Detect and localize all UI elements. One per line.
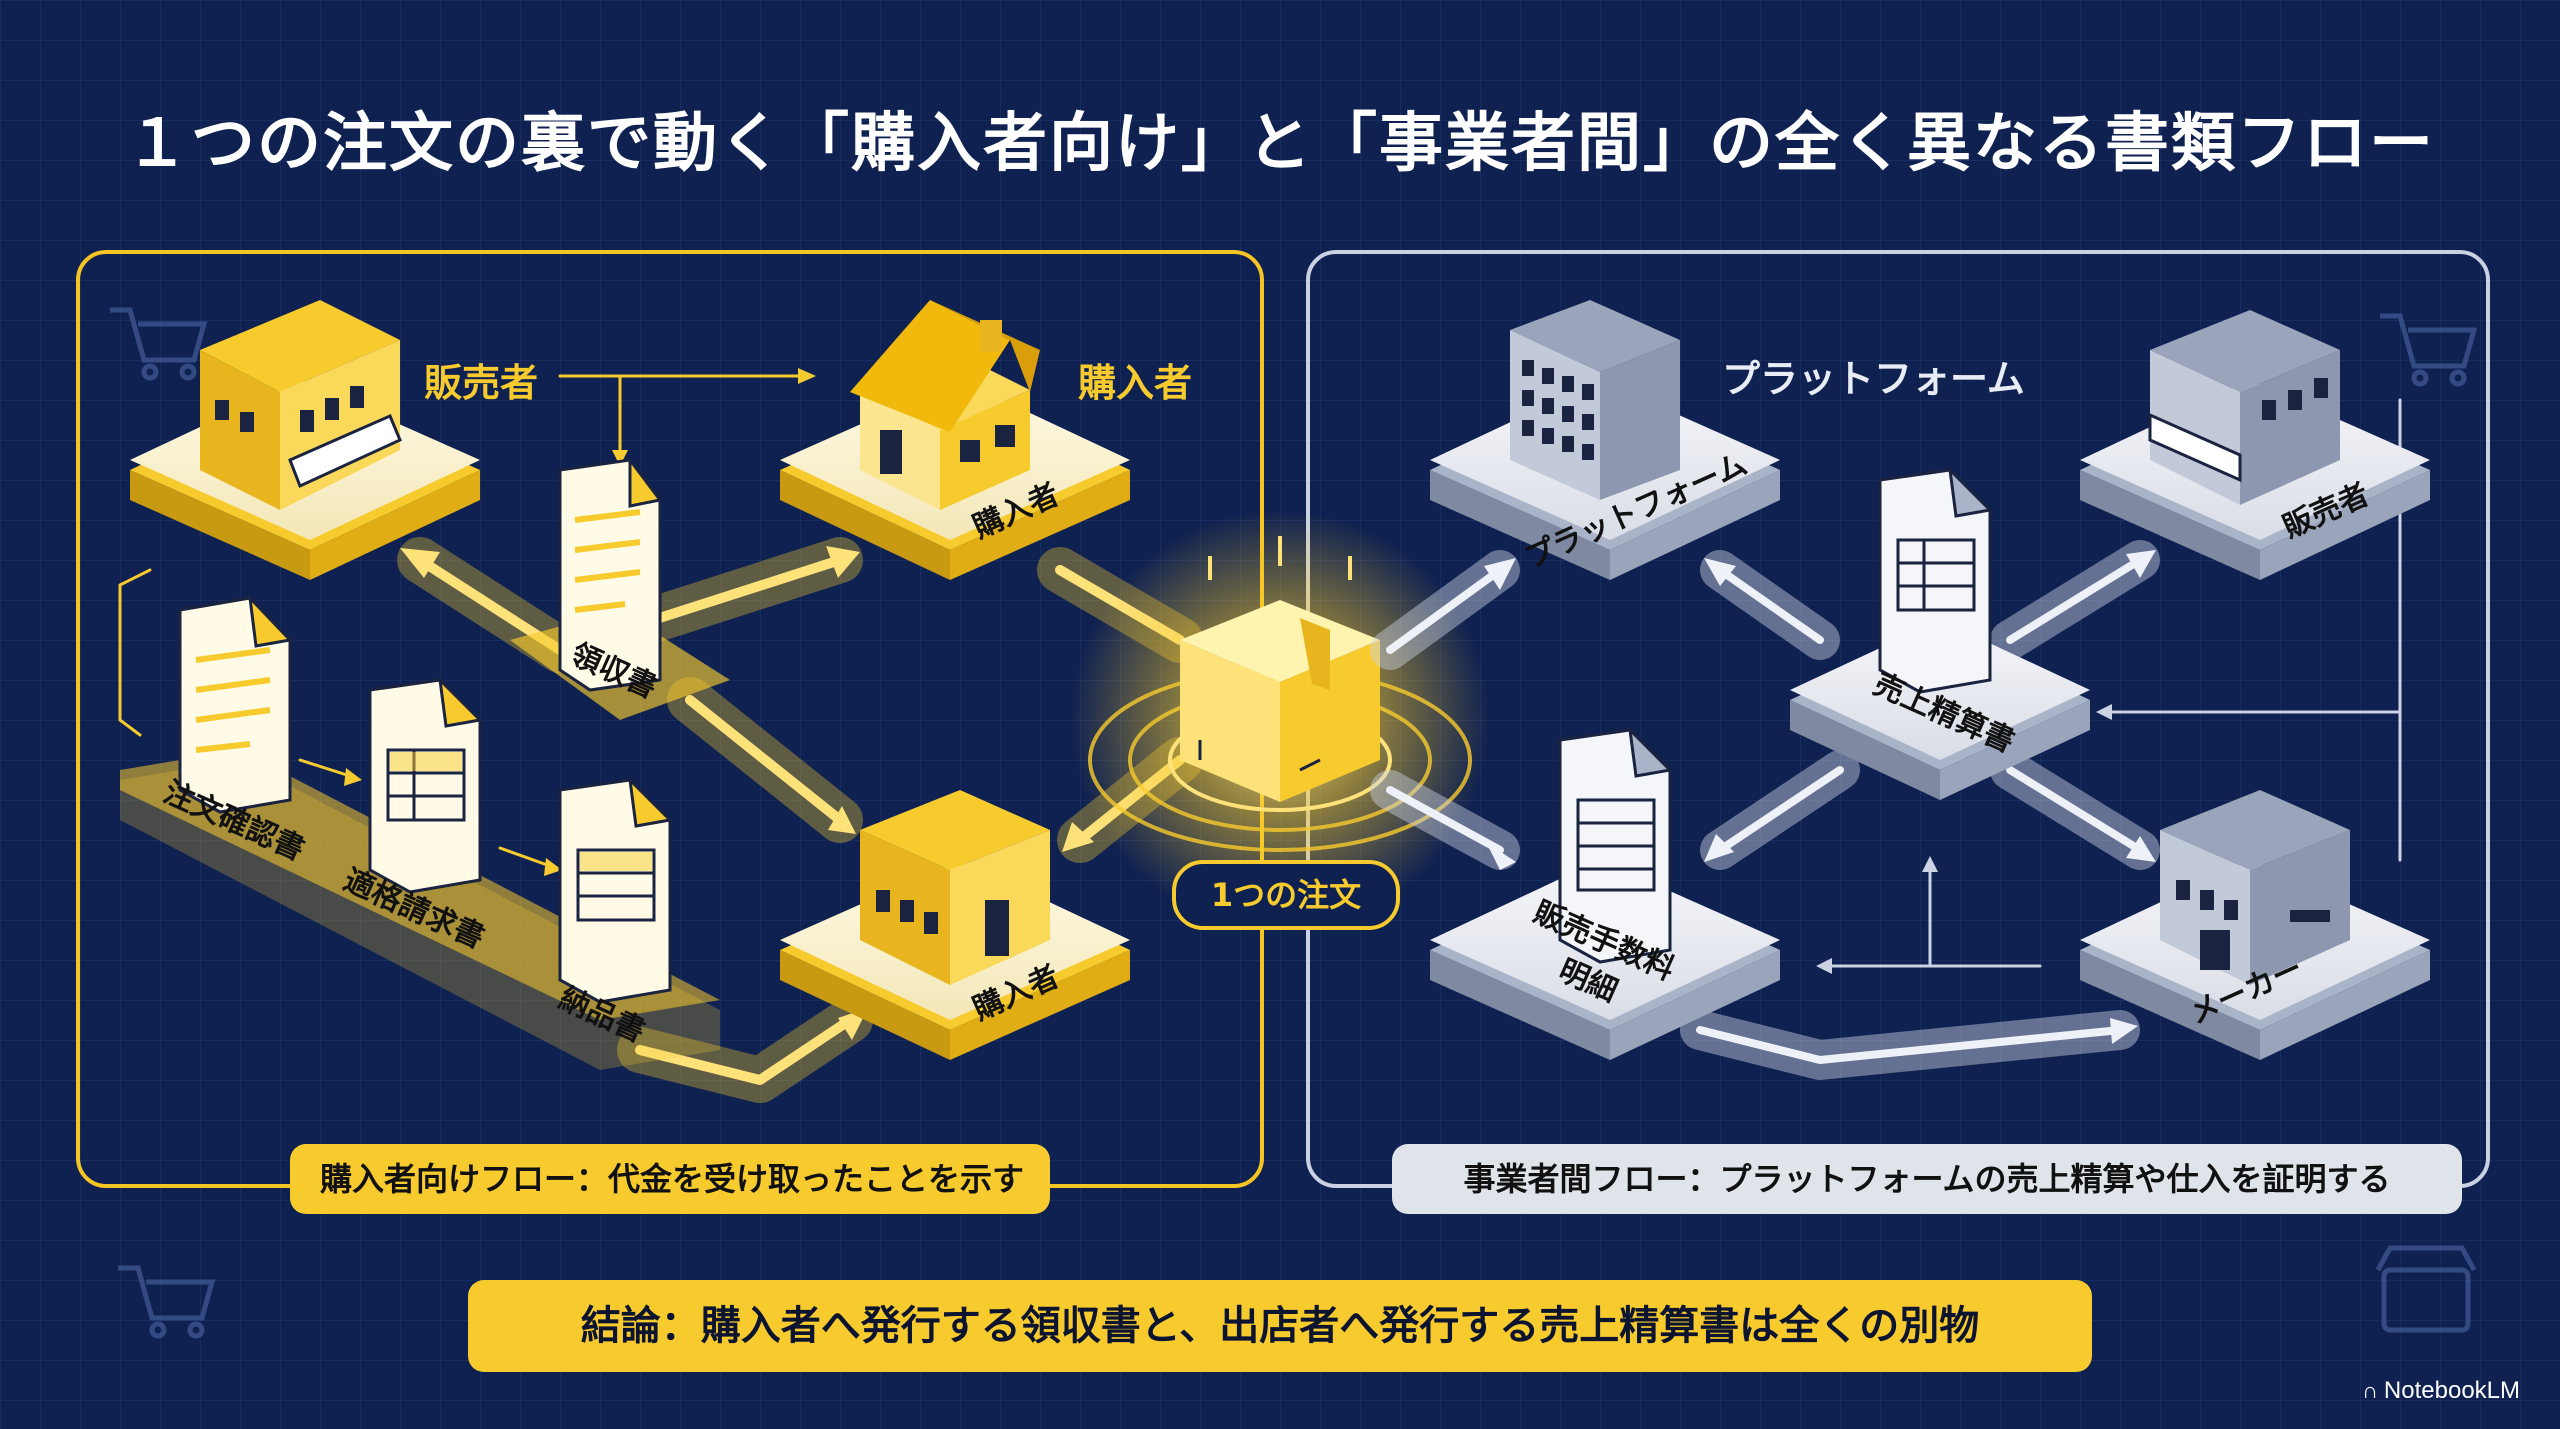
buyer-store-tile: [780, 790, 1130, 1060]
buyer-label: 購入者: [1078, 361, 1193, 405]
seller-store-tile: [2080, 310, 2430, 580]
cart-icon: [110, 307, 208, 381]
store-icon-right: [2375, 1245, 2477, 1333]
sales-statement-tile: [1790, 465, 2090, 800]
cart-icon-right: [2380, 313, 2478, 387]
maker-tile: [2080, 790, 2430, 1060]
seller-label: 販売者: [424, 361, 539, 405]
platform-tile: [1430, 300, 1780, 580]
delivery-note-document-icon: [558, 775, 674, 1004]
cart-icon-bottom: [118, 1265, 216, 1339]
order-label: 1つの注文: [1172, 860, 1400, 930]
business-flow-caption: 事業者間フロー：プラットフォームの売上精算や仕入を証明する: [1392, 1144, 2462, 1214]
page-title: １つの注文の裏で動く「購入者向け」と「事業者間」の全く異なる書類フロー: [125, 107, 2435, 181]
qualified-invoice-document-icon: [368, 675, 484, 894]
commission-statement-tile: [1430, 725, 1780, 1060]
business-flow-arrows: [1370, 398, 2402, 1080]
platform-label: プラットフォーム: [1722, 357, 2025, 401]
buyer-house-tile: [780, 300, 1130, 580]
conclusion-banner: 結論：購入者へ発行する領収書と、出店者へ発行する売上精算書は全くの別物: [468, 1280, 2092, 1372]
order-package-icon: [1070, 510, 1490, 930]
notebooklm-logo-icon: ∩: [2362, 1378, 2378, 1403]
notebooklm-brand: ∩NotebookLM: [2362, 1377, 2520, 1405]
receipt-document-icon: [558, 455, 663, 692]
buyer-flow-caption: 購入者向けフロー：代金を受け取ったことを示す: [290, 1144, 1050, 1214]
order-confirmation-document-icon: [178, 593, 294, 814]
brand-text: NotebookLM: [2383, 1377, 2520, 1404]
seller-tile: [130, 300, 480, 580]
